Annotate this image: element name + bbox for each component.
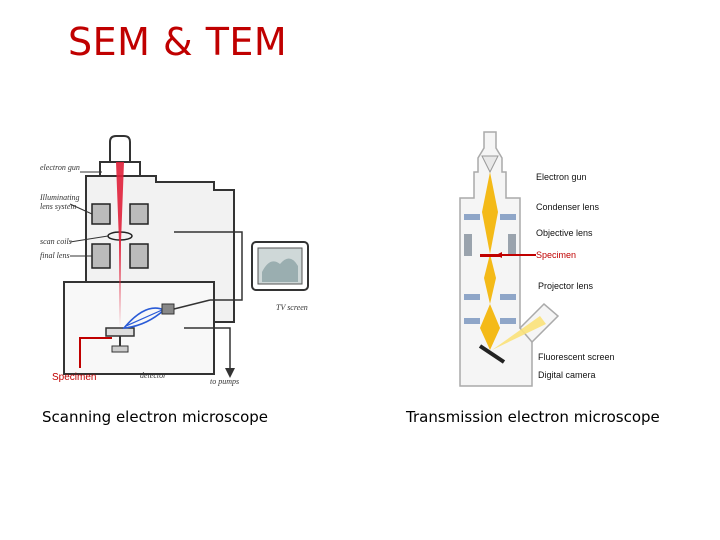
tem-projector-lens-left — [464, 294, 480, 300]
tem-gun-tip — [481, 155, 499, 174]
tem-condenser-lens-left — [464, 214, 480, 220]
sem-specimen-pointer — [79, 337, 112, 368]
sem-label-tv-screen: TV screen — [276, 303, 308, 312]
tem-objective-lens-right — [508, 234, 516, 256]
sem-detector — [161, 303, 175, 315]
sem-caption: Scanning electron microscope — [42, 408, 269, 426]
sem-electron-beam — [116, 162, 124, 327]
sem-final-lens-left — [91, 243, 111, 269]
sem-gun-inlet — [109, 135, 131, 162]
sem-specimen-stage — [105, 327, 135, 337]
tem-projector-lens-right — [500, 294, 516, 300]
sem-illuminating-lens-left — [91, 203, 111, 225]
sem-final-lens-right — [129, 243, 149, 269]
tem-label-condenser-lens: Condenser lens — [536, 202, 600, 212]
sem-label-lens-system: lens system — [40, 202, 76, 211]
sem-label-illuminating: Illuminating — [39, 193, 80, 202]
sem-label-scan-coils: scan coils — [40, 237, 72, 246]
tem-objective-lens-left — [464, 234, 472, 256]
tem-label-objective-lens: Objective lens — [536, 228, 593, 238]
tem-label-projector-lens: Projector lens — [538, 281, 594, 291]
tem-fluorescent-screen — [478, 344, 506, 364]
sem-illuminating-lens-right — [129, 203, 149, 225]
sem-label-final-lens: final lens — [40, 251, 70, 260]
sem-diagram: electron gun Illuminating lens system sc… — [39, 135, 309, 386]
tem-label-specimen: Specimen — [536, 250, 576, 260]
tem-specimen — [480, 254, 500, 257]
tem-label-fluorescent-screen: Fluorescent screen — [538, 352, 615, 362]
tem-caption: Transmission electron microscope — [406, 408, 660, 426]
tem-electron-beam — [482, 172, 498, 254]
tem-diagram: Electron gun Condenser lens Objective le… — [459, 131, 615, 387]
tem-label-electron-gun: Electron gun — [536, 172, 587, 182]
sem-label-to-pumps: to pumps — [210, 377, 239, 386]
sem-label-specimen: Specimen — [52, 372, 96, 383]
tem-label-digital-camera: Digital camera — [538, 370, 596, 380]
sem-label-detector: detector — [140, 371, 167, 380]
sem-label-electron-gun: electron gun — [40, 163, 80, 172]
page-title: SEM & TEM — [68, 20, 288, 64]
tem-condenser-lens-right — [500, 214, 516, 220]
